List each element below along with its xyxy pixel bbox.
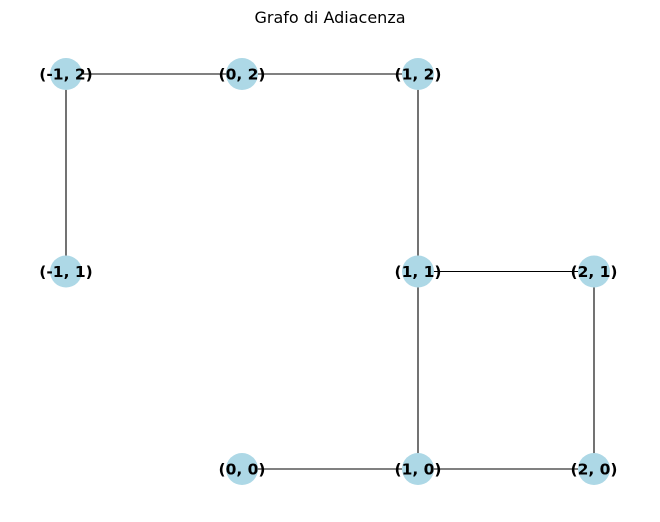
edges-layer [65,73,595,470]
node-label: (-1, 1) [39,263,92,281]
node-label: (0, 2) [218,66,265,84]
node [226,58,258,90]
node-label: (2, 1) [570,263,617,281]
nodes-layer: (-1, 2) (0, 2) (1, 2) (-1, 1) (1, 1) (2, 1) (0… [39,58,618,485]
node-label: (1, 1) [394,263,441,281]
node [578,453,610,485]
node [226,453,258,485]
graph-title: Grafo di Adiacenza [254,8,406,27]
node [578,255,610,288]
node [402,255,434,288]
node-label: (2, 0) [570,461,617,479]
node [402,453,434,485]
node-label: (1, 2) [394,66,441,84]
node-label: (-1, 2) [39,66,92,84]
node-label: (1, 0) [394,461,441,479]
node [50,255,82,288]
node [402,58,434,90]
node-label: (0, 0) [218,461,265,479]
node [50,58,82,90]
